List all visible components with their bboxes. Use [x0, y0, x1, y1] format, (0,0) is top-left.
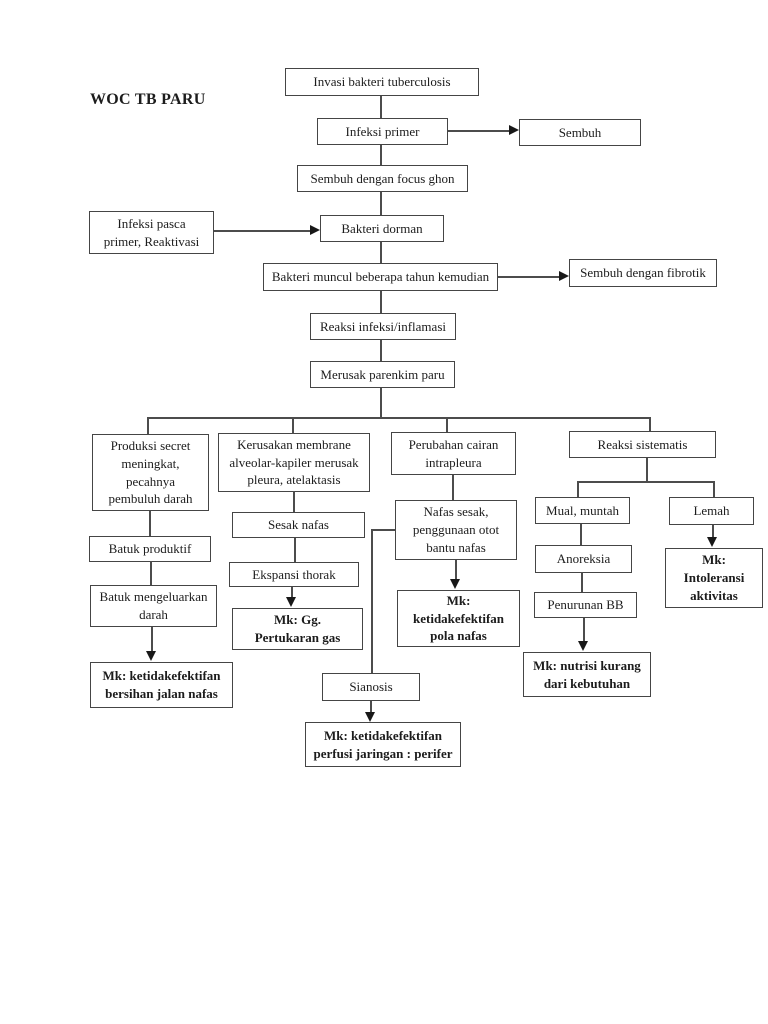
connector-infeksiprimer-ghon: [380, 145, 382, 165]
connector-anoreksia-penurunan: [581, 572, 583, 592]
arrowhead-down-mk-perfusi: [365, 712, 375, 722]
connector-branch-bar: [147, 417, 651, 419]
connector-invasi-infeksiprimer: [380, 96, 382, 118]
connector-sistematis-split: [646, 458, 648, 483]
connector-drop-produksi: [147, 417, 149, 434]
node-anoreksia: Anoreksia: [535, 545, 632, 573]
node-reaksi-infeksi: Reaksi infeksi/inflamasi: [310, 313, 456, 340]
arrowhead-down-mk-bersihan: [146, 651, 156, 661]
arrow-line-pasca-dorman: [214, 230, 310, 232]
node-batuk-produktif: Batuk produktif: [89, 536, 211, 562]
node-merusak-parenkim: Merusak parenkim paru: [310, 361, 455, 388]
node-infeksi-pasca-primer: Infeksi pasca primer, Reaktivasi: [89, 211, 214, 254]
connector-produksi-batuk: [149, 511, 151, 536]
arrow-line-nafas-mk: [455, 560, 457, 580]
arrow-line-penurunan-mk: [583, 618, 585, 642]
node-mk-perfusi-jaringan: Mk: ketidakefektifan perfusi jaringan : …: [305, 722, 461, 767]
node-mk-pola-nafas: Mk: ketidakefektifan pola nafas: [397, 590, 520, 647]
node-sembuh-focus-ghon: Sembuh dengan focus ghon: [297, 165, 468, 192]
node-mk-nutrisi-kurang: Mk: nutrisi kurang dari kebutuhan: [523, 652, 651, 697]
node-kerusakan-membrane: Kerusakan membrane alveolar-kapiler meru…: [218, 433, 370, 492]
arrow-line-sianosis-mk: [370, 701, 372, 713]
node-sianosis: Sianosis: [322, 673, 420, 701]
arrow-line-darah-mk: [151, 627, 153, 652]
node-reaksi-sistematis: Reaksi sistematis: [569, 431, 716, 458]
node-lemah: Lemah: [669, 497, 754, 525]
connector-nafas-side-stub: [371, 529, 395, 531]
connector-sesak-ekspansi: [294, 538, 296, 562]
connector-muncul-reaksi: [380, 291, 382, 313]
connector-dorman-muncul: [380, 242, 382, 263]
arrowhead-down-mk-nutrisi: [578, 641, 588, 651]
node-sesak-nafas: Sesak nafas: [232, 512, 365, 538]
connector-drop-sistematis: [649, 417, 651, 431]
arrowhead-down-mk-intoleransi: [707, 537, 717, 547]
connector-drop-mual: [577, 481, 579, 497]
connector-merusak-branch: [380, 388, 382, 418]
node-batuk-darah: Batuk mengeluarkan darah: [90, 585, 217, 627]
node-sembuh: Sembuh: [519, 119, 641, 146]
node-mual-muntah: Mual, muntah: [535, 497, 630, 524]
arrow-line-lemah-mk: [712, 525, 714, 538]
connector-kerusakan-sesak: [293, 491, 295, 512]
node-mk-bersihan-jalan-nafas: Mk: ketidakefektifan bersihan jalan nafa…: [90, 662, 233, 708]
connector-drop-lemah: [713, 481, 715, 497]
arrow-line-muncul-fibrotik: [498, 276, 559, 278]
node-invasi-bakteri: Invasi bakteri tuberculosis: [285, 68, 479, 96]
node-bakteri-dorman: Bakteri dorman: [320, 215, 444, 242]
arrow-line-primer-sembuh: [448, 130, 509, 132]
connector-batuk-darah: [150, 561, 152, 585]
node-ekspansi-thorak: Ekspansi thorak: [229, 562, 359, 587]
arrowhead-right-fibrotik: [559, 271, 569, 281]
connector-ghon-dorman: [380, 192, 382, 215]
connector-reaksi-merusak: [380, 340, 382, 361]
connector-drop-kerusakan: [292, 417, 294, 434]
arrowhead-right-dorman: [310, 225, 320, 235]
arrow-line-ekspansi-mk: [291, 587, 293, 598]
node-produksi-secret: Produksi secret meningkat, pecahnya pemb…: [92, 434, 209, 511]
node-perubahan-cairan: Perubahan cairan intrapleura: [391, 432, 516, 475]
arrowhead-right-sembuh: [509, 125, 519, 135]
arrowhead-down-mk-pola: [450, 579, 460, 589]
connector-perubahan-nafas: [452, 475, 454, 500]
connector-to-sianosis: [371, 529, 373, 673]
node-mk-intoleransi-aktivitas: Mk: Intoleransi aktivitas: [665, 548, 763, 608]
connector-drop-perubahan: [446, 417, 448, 432]
node-sembuh-fibrotik: Sembuh dengan fibrotik: [569, 259, 717, 287]
node-bakteri-muncul: Bakteri muncul beberapa tahun kemudian: [263, 263, 498, 291]
arrowhead-down-mk-pertukaran: [286, 597, 296, 607]
connector-split-bar: [577, 481, 715, 483]
page-title: WOC TB PARU: [90, 91, 206, 108]
node-nafas-sesak: Nafas sesak, penggunaan otot bantu nafas: [395, 500, 517, 560]
node-penurunan-bb: Penurunan BB: [534, 592, 637, 618]
connector-mual-anoreksia: [580, 524, 582, 545]
node-infeksi-primer: Infeksi primer: [317, 118, 448, 145]
node-mk-pertukaran-gas: Mk: Gg. Pertukaran gas: [232, 608, 363, 650]
